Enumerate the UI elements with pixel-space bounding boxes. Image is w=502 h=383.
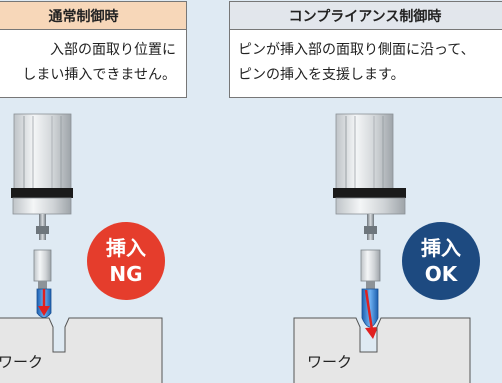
- left-insert-arrow: [38, 289, 50, 316]
- right-insert-arrow: [364, 289, 378, 339]
- insert-ng-badge: 挿入 NG: [87, 222, 165, 300]
- right-panel-title: コンプライアンス制御時: [229, 1, 502, 30]
- left-panel-title-text: 通常制御時: [48, 8, 119, 25]
- left-robot-arm: [11, 113, 73, 289]
- right-panel-description: ピンが挿入部の面取り側面に沿って、 ピンの挿入を支援します。: [229, 30, 502, 98]
- ok-badge-line-1: 挿入: [421, 236, 461, 260]
- left-work-label: ワーク: [0, 353, 44, 371]
- left-workpiece: [0, 317, 163, 383]
- left-panel-description: 入部の面取り位置に しまい挿入できません。: [0, 30, 187, 98]
- left-desc-line-2: しまい挿入できません。: [22, 67, 176, 83]
- right-desc-line-1: ピンが挿入部の面取り側面に沿って、: [238, 42, 475, 58]
- right-robot-arm: [333, 113, 406, 289]
- left-panel-title: 通常制御時: [0, 1, 187, 30]
- right-panel-title-text: コンプライアンス制御時: [288, 8, 442, 25]
- ok-badge-line-2: OK: [424, 262, 458, 286]
- right-desc-line-2: ピンの挿入を支援します。: [238, 67, 405, 83]
- insert-ok-badge: 挿入 OK: [402, 222, 480, 300]
- right-work-label: ワーク: [307, 353, 353, 371]
- ng-badge-line-2: NG: [109, 262, 143, 286]
- right-workpiece: [293, 317, 471, 383]
- ng-badge-line-1: 挿入: [106, 236, 146, 260]
- left-desc-line-1: 入部の面取り位置に: [50, 42, 176, 58]
